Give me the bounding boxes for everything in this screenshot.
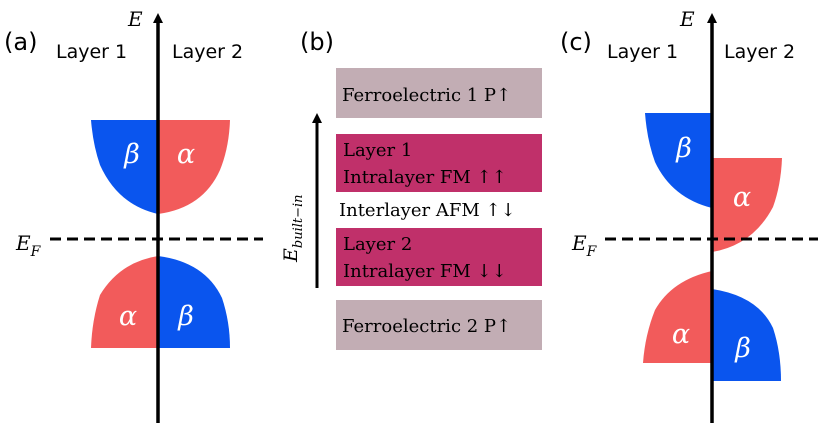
panel-c-beta-upper: β: [675, 133, 692, 164]
panel-a-lower-right-band: [158, 256, 230, 348]
panel-c-lower-left-band: [643, 271, 712, 363]
interlayer-afm-text: Interlayer AFM ↑↓: [339, 200, 516, 221]
panel-c-upper-right-band: [712, 158, 782, 252]
panel-c: (c) E Layer 1 Layer 2 β α α β EF: [560, 7, 818, 423]
panel-a-upper-right-band: [158, 120, 230, 214]
panel-c-energy-axis-label: E: [679, 7, 695, 31]
panel-a-beta-upper: β: [123, 139, 140, 170]
panel-a-fermi-label: EF: [15, 231, 42, 260]
panel-c-fermi-label: EF: [571, 231, 598, 260]
panel-a-alpha-upper: α: [177, 139, 195, 170]
panel-a-beta-lower: β: [177, 301, 194, 332]
panel-c-upper-left-band: [645, 113, 712, 208]
panel-c-lower-right-band: [712, 289, 781, 381]
ferroelectric-1-text: Ferroelectric 1 P↑: [342, 85, 511, 106]
layer-2-intralayer-fm: Intralayer FM ↓↓: [343, 261, 507, 282]
panel-b: (b) Ebuilt−in Ferroelectric 1 P↑ Layer 1…: [280, 28, 542, 350]
panel-a-lower-left-band: [91, 256, 158, 348]
panel-c-alpha-upper: α: [733, 182, 751, 213]
ferroelectric-2-text: Ferroelectric 2 P↑: [342, 316, 511, 337]
panel-a-energy-axis-label: E: [127, 7, 143, 31]
built-in-field-label: Ebuilt−in: [280, 194, 306, 263]
panel-a: (a) E Layer 1 Layer 2 β α α β EF: [4, 7, 263, 423]
panel-a-layer1-label: Layer 1: [56, 41, 127, 63]
layer-1-title: Layer 1: [343, 140, 412, 161]
panel-c-layer1-label: Layer 1: [607, 41, 678, 63]
panel-a-upper-left-band: [91, 120, 158, 214]
layer-2-box: [336, 228, 542, 286]
layer-1-intralayer-fm: Intralayer FM ↑↑: [343, 167, 507, 188]
panel-a-alpha-lower: α: [119, 301, 137, 332]
panel-a-label: (a): [4, 28, 37, 56]
panel-c-label: (c): [560, 28, 592, 56]
panel-b-label: (b): [300, 28, 334, 56]
panel-c-layer2-label: Layer 2: [724, 41, 795, 63]
panel-a-layer2-label: Layer 2: [172, 41, 243, 63]
panel-c-beta-lower: β: [734, 333, 751, 364]
layer-1-box: [336, 134, 542, 192]
panel-c-alpha-lower: α: [672, 319, 690, 350]
ferroelectric-1-box: [336, 68, 542, 118]
layer-2-title: Layer 2: [343, 234, 412, 255]
ferroelectric-2-box: [336, 300, 542, 350]
